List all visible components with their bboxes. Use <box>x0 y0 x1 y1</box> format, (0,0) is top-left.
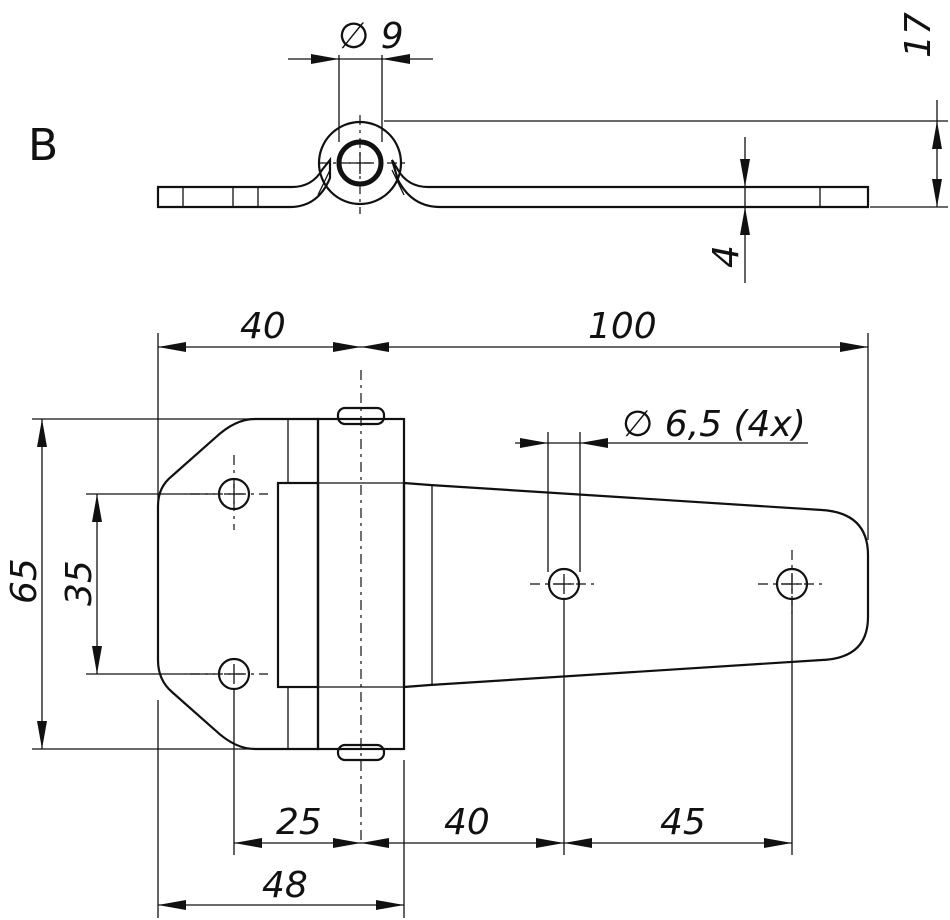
view-label-b: B <box>28 120 58 171</box>
dim-width-40-top: 40 <box>240 306 286 347</box>
dim-width-48: 48 <box>262 865 308 906</box>
side-right-leaf <box>390 159 870 209</box>
dim-spacing-40-bottom: 40 <box>444 802 490 843</box>
left-leaf <box>156 417 320 751</box>
dim-pin-diameter: ∅ 9 <box>338 16 404 57</box>
dim-height-17: 17 <box>898 12 939 58</box>
side-left-leaf <box>156 156 332 209</box>
dim-spacing-35: 35 <box>59 560 100 606</box>
right-leaf <box>402 481 870 689</box>
leaf-slot <box>276 481 320 689</box>
side-view: ∅ 9 17 4 <box>156 12 948 283</box>
dim-hole-diameter: ∅ 6,5 (4x) <box>622 404 806 445</box>
dim-spacing-45: 45 <box>660 802 706 843</box>
dim-length-100: 100 <box>588 306 657 347</box>
front-view: 40 100 ∅ 6,5 (4x) 65 35 <box>4 306 870 918</box>
dim-offset-25: 25 <box>276 802 322 843</box>
dim-height-65: 65 <box>4 558 45 604</box>
dim-thickness-4: 4 <box>706 245 747 268</box>
